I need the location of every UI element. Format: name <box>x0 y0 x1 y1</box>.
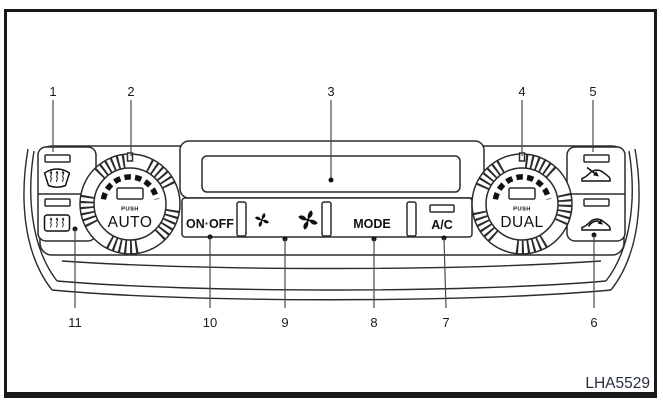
knob-pointer-notch <box>126 152 134 162</box>
knob-display-window <box>508 187 536 200</box>
auto-knob-push-label: PUSH <box>121 207 139 213</box>
ac-button-label: A/C <box>431 218 453 232</box>
knob-display-window <box>116 187 144 200</box>
dashboard-trim <box>23 148 640 301</box>
dual-knob-label: DUAL <box>500 214 543 231</box>
recirculation-indicator-light <box>583 198 610 207</box>
callout-6-number: 6 <box>590 315 597 330</box>
callout-5: 5 <box>589 84 597 152</box>
on-off-button-label: ON·OFF <box>186 217 234 231</box>
figure-code: LHA5529 <box>585 375 650 392</box>
callout-9-number: 9 <box>281 315 288 330</box>
auto-knob-label: AUTO <box>108 214 153 231</box>
callout-7-number: 7 <box>442 315 449 330</box>
callout-10: 10 <box>203 234 217 330</box>
outside-air-intake-icon <box>581 166 611 182</box>
callout-4: 4 <box>518 84 526 156</box>
auto-temperature-knob: PUSH AUTO <box>79 152 181 255</box>
air-recirculation-icon <box>581 218 611 231</box>
rear-defroster-indicator-light <box>44 198 71 207</box>
callout-7: 7 <box>441 235 450 330</box>
callout-2-number: 2 <box>127 84 134 99</box>
ac-indicator-light <box>429 204 455 213</box>
callout-2: 2 <box>127 84 135 156</box>
outside-air-indicator-light <box>583 154 610 163</box>
callout-3: 3 <box>327 84 335 183</box>
callout-1-number: 1 <box>49 84 56 99</box>
callout-1: 1 <box>49 84 57 152</box>
callout-4-number: 4 <box>518 84 525 99</box>
callout-3-number: 3 <box>327 84 334 99</box>
callout-11: 11 <box>68 226 82 330</box>
air-intake-button-box <box>566 146 626 242</box>
callout-10-number: 10 <box>203 315 217 330</box>
figure-frame <box>4 9 657 398</box>
button-separator <box>236 201 247 237</box>
callout-5-number: 5 <box>589 84 596 99</box>
front-defroster-icon <box>43 168 71 188</box>
button-separator <box>406 201 417 237</box>
callout-11-number: 11 <box>68 315 82 330</box>
rear-defroster-icon <box>43 214 71 232</box>
dual-knob-push-label: PUSH <box>513 207 531 213</box>
callout-6: 6 <box>590 232 598 330</box>
button-separator <box>321 201 332 237</box>
dual-temperature-knob: PUSH DUAL <box>471 152 573 255</box>
front-defroster-indicator-light <box>44 154 71 163</box>
callout-8: 8 <box>370 236 378 330</box>
temperature-scale-arc <box>100 174 160 200</box>
callout-8-number: 8 <box>370 315 377 330</box>
temperature-scale-arc <box>492 174 552 200</box>
button-row: ON·OFF MODE A/C <box>181 197 473 238</box>
callout-9: 9 <box>281 236 289 330</box>
mode-button-label: MODE <box>353 217 391 231</box>
